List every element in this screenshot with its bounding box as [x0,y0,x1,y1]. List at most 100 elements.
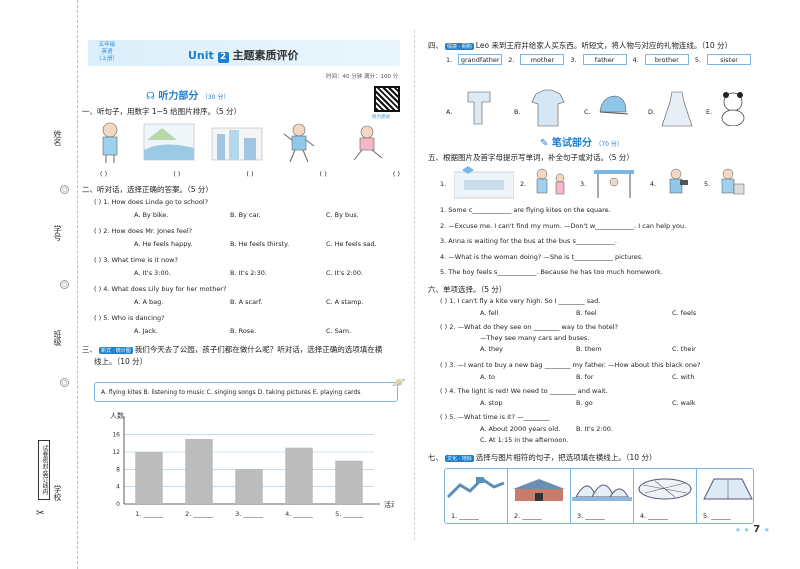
scarf-picture[interactable] [460,88,500,128]
option-b[interactable]: B. go [576,399,593,407]
fill-in-sentence[interactable]: 4. —What is the woman doing? —She is t__… [440,252,644,261]
q6-item: ( ) 5. —What time is it? —________ A. Ab… [440,413,760,449]
title-cn: 主题素质评价 [232,49,299,62]
option-a[interactable]: A. It's 3:00. [134,269,171,277]
option-a[interactable]: A. A bag. [134,298,164,306]
person-box[interactable]: sister [707,54,752,65]
term-text: （上册） [95,56,118,62]
seal-circle: ○ [60,378,69,387]
option-b[interactable]: B. them [576,345,602,353]
q6-item: ( ) 1. I can't fly a kite very high. So … [440,297,760,323]
running-girl-picture [353,125,383,161]
q2-item: ( ) 2. How does Mr. Jones feel? A. He fe… [94,227,404,256]
gift-letter: E. [706,108,713,116]
option-b[interactable]: B. for [576,373,594,381]
option-b[interactable]: B. He feels thirsty. [230,240,290,248]
fill-in-sentence[interactable]: 3. Anna is waiting for the bus at the bu… [440,237,617,245]
option-c[interactable]: C. with [672,373,695,381]
option-c[interactable]: C. Sam. [326,327,352,335]
q5-title: 五、根据图片及首字母提示写单词，补全句子或对话。（5 分） [428,153,634,162]
answer-blank[interactable]: 1. ______ [451,512,479,520]
answer-blank[interactable]: 5. ______ [703,512,731,520]
answer-bracket[interactable]: ( ) [319,170,327,178]
cap-picture[interactable] [596,92,630,122]
writing-heading: ✎ 笔试部分 （70 分） [540,134,623,149]
great-wall-picture [446,477,505,499]
lost-child-picture [536,168,565,195]
person-box[interactable]: grandfather [458,54,503,65]
person-box[interactable]: mother [520,54,565,65]
option-a[interactable]: A. About 2000 years old. [480,425,561,433]
option-b[interactable]: B. By car. [230,211,261,219]
school-label: 学校 [53,485,62,501]
fill-in-sentence[interactable]: 1. Some c____________ are flying kites o… [440,206,611,214]
option-b[interactable]: B. It's 2:30. [230,269,267,277]
fill-in-sentence[interactable]: 5. The boy feels s____________. Because … [440,268,663,276]
city-picture [211,127,263,161]
option-a[interactable]: A. He feels happy. [134,240,193,248]
option-c[interactable]: C. A stamp. [326,298,364,306]
landmark-cell: 4. ______ [634,469,697,523]
q6-item: ( ) 3. —I want to buy a new bag ________… [440,361,760,387]
option-c[interactable]: C. It's 2:00. [326,269,364,277]
option-c[interactable]: C. their [672,345,696,353]
landmark-cell: 1. ______ [445,469,508,523]
question-text: ( ) 2. —What do they see on ________ way… [440,323,618,331]
q1-brackets: ( ) ( ) ( ) ( ) ( ) [100,170,400,178]
person-box[interactable]: father [582,54,627,65]
landmark-cell: 3. ______ [571,469,634,523]
item-number: 5. [694,55,702,64]
dress-picture[interactable] [660,88,694,128]
option-b[interactable]: B. A scarf. [230,298,263,306]
answer-bracket[interactable]: ( ) [246,170,254,178]
question-reply: —They see many cars and buses. [480,334,590,342]
q4-number: 四、 [428,41,443,50]
seal-circle: ○ [60,280,69,289]
q3-title: 三、新式 · 统计图我们今天去了公园，孩子们都在做什么呢？听对话，选择正确的选项… [82,344,382,355]
listening-heading-text: 听力部分 [158,91,199,102]
shirt-picture[interactable] [528,88,568,128]
option-a[interactable]: A. By bike. [134,211,169,219]
option-c[interactable]: C. He feels sad. [326,240,377,248]
page-number-text: 7 [753,524,761,535]
bar [335,460,363,504]
q6-items: ( ) 1. I can't fly a kite very high. So … [440,297,760,449]
star-decoration-right: ★ [763,526,770,534]
person-box[interactable]: brother [644,54,689,65]
category-label: 5. ______ [335,510,364,518]
option-a[interactable]: A. fell [480,309,499,317]
q6-title: 六、单项选择。（5 分） [428,285,507,294]
answer-bracket[interactable]: ( ) [100,170,108,178]
gift-letter: B. [514,108,521,116]
question-text: ( ) 2. How does Mr. Jones feel? [94,227,193,235]
qr-code [374,86,400,112]
option-a[interactable]: A. Jack. [134,327,158,335]
category-label: 2. ______ [185,510,214,518]
question-text: ( ) 3. What time is it now? [94,256,178,264]
option-c[interactable]: C. By bus. [326,211,359,219]
option-c[interactable]: C. walk [672,399,696,407]
fill-in-sentence[interactable]: 2. —Excuse me. I can't find my mum. —Don… [440,221,687,230]
option-a[interactable]: A. they [480,345,503,353]
qr-caption: 听力测试 [372,115,390,120]
option-c[interactable]: C. feels [672,309,697,317]
seal-stamp: 试卷密封·装订线内 [38,440,50,500]
answer-blank[interactable]: 2. ______ [514,512,542,520]
option-a[interactable]: A. stop [480,399,503,407]
grade-text: 五年级 [98,42,116,48]
answer-blank[interactable]: 4. ______ [640,512,668,520]
option-c[interactable]: C. At 1:15 in the afternoon. [480,436,569,444]
pic-number: 5. [704,180,711,188]
answer-bracket[interactable]: ( ) [392,170,400,178]
question-text: ( ) 5. Who is dancing? [94,314,165,322]
answer-bracket[interactable]: ( ) [173,170,181,178]
option-b[interactable]: B. Rose. [230,327,257,335]
answer-blank[interactable]: 3. ______ [577,512,605,520]
planet-icon: 🪐 [392,376,406,389]
option-a[interactable]: A. to [480,373,495,381]
pic-number: 3. [580,180,587,188]
panda-picture[interactable] [716,90,750,126]
option-b[interactable]: B. feel [576,309,597,317]
option-b[interactable]: B. It's 2:00. [576,425,613,433]
